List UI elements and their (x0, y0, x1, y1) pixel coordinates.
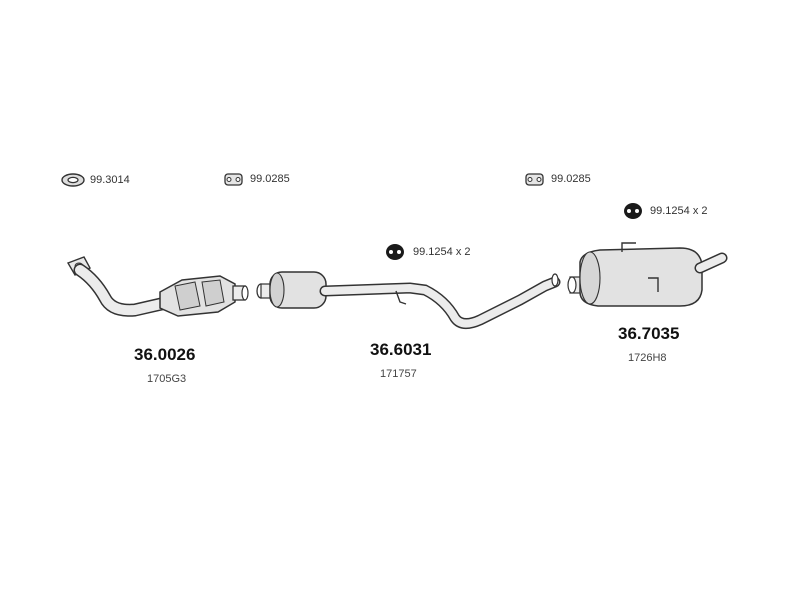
rubber-hanger-icon (624, 203, 642, 219)
rubber-hanger-icon (386, 244, 404, 260)
reference-number: 1726H8 (628, 352, 667, 364)
accessory-label: 99.3014 (90, 174, 130, 186)
reference-number: 171757 (380, 368, 417, 380)
accessory-label: 99.1254 x 2 (650, 205, 708, 217)
accessory-label: 99.0285 (551, 173, 591, 185)
accessory-label: 99.0285 (250, 173, 290, 185)
rear-silencer (567, 242, 728, 307)
part-number: 36.7035 (618, 324, 680, 343)
middle-silencer (256, 271, 561, 329)
clamp-bracket-icon (525, 173, 544, 186)
accessory-label: 99.1254 x 2 (413, 246, 471, 258)
part-number: 36.0026 (134, 345, 196, 364)
catalytic-converter (66, 256, 249, 317)
gasket-ring-icon (61, 173, 85, 187)
clamp-bracket-icon (224, 173, 243, 186)
part-number: 36.6031 (370, 340, 432, 359)
reference-number: 1705G3 (147, 373, 187, 385)
